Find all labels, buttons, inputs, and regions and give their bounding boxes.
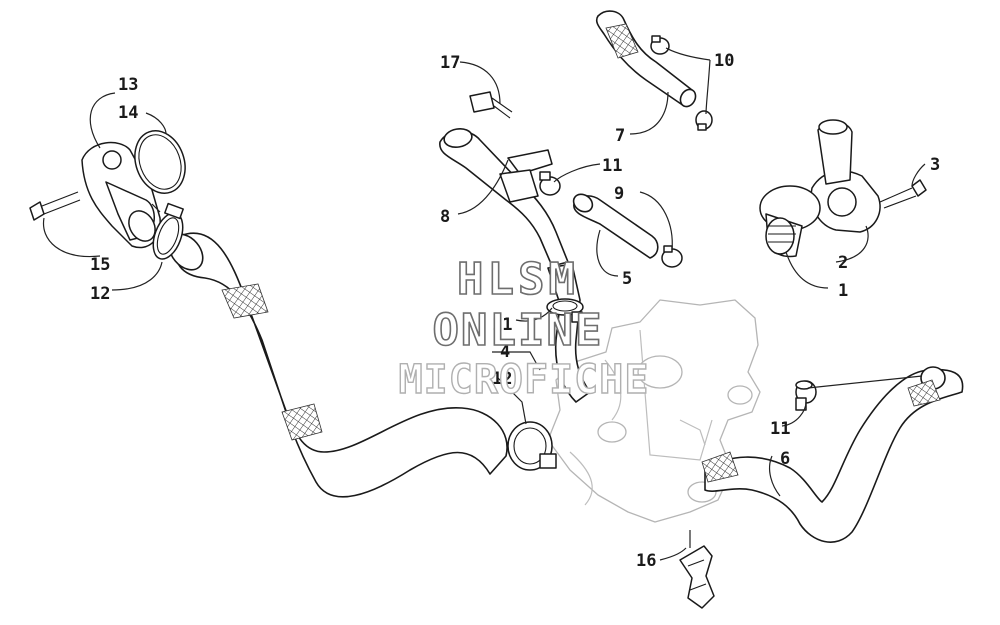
bolt-3	[879, 179, 927, 209]
callout-11-right: 11	[770, 419, 790, 439]
callout-8: 8	[440, 207, 450, 227]
callout-6: 6	[780, 449, 790, 469]
clamp-12-upper	[152, 202, 184, 260]
callout-2: 2	[838, 253, 848, 273]
callout-13: 13	[118, 75, 138, 95]
clamp-10-top	[650, 35, 670, 55]
callout-16: 16	[636, 551, 656, 571]
clamp-9	[661, 245, 683, 268]
clamp-11-right	[795, 380, 817, 411]
hose-5-connector	[547, 263, 591, 403]
bolt-15	[29, 191, 81, 221]
callout-9: 9	[614, 184, 624, 204]
bolt-17	[469, 91, 513, 119]
callout-5: 5	[622, 269, 632, 289]
watermark: HLSM ONLINE MICROFICHE	[398, 253, 650, 404]
callout-12-lower: 12	[492, 369, 512, 389]
callout-4: 4	[500, 342, 510, 362]
hose-7	[595, 10, 697, 108]
clamp-11-center	[546, 298, 584, 323]
hose-4	[168, 232, 508, 498]
hose-9	[572, 193, 659, 259]
o-ring-14	[134, 130, 186, 194]
hose-8	[439, 128, 569, 267]
watermark-line-1: HLSM	[457, 254, 579, 305]
clamp-10-bottom	[695, 110, 713, 131]
clamp-12-lower	[507, 421, 557, 471]
o-ring-14-inner	[138, 134, 182, 190]
thermostat-housing	[810, 119, 881, 233]
watermark-line-3: MICROFICHE	[399, 357, 650, 403]
watermark-line-2: ONLINE	[433, 305, 604, 356]
callout-14: 14	[118, 103, 138, 123]
clip-16	[679, 545, 715, 609]
thermostat	[759, 185, 821, 258]
clamp-11-top	[539, 171, 561, 196]
callout-15: 15	[90, 255, 110, 275]
callout-labels: 13 14 15 12 17 10 7 11 9 8 5 3 2 1 11 4 …	[90, 51, 940, 571]
callout-3: 3	[930, 155, 940, 175]
callout-11-top: 11	[602, 156, 622, 176]
callout-11-center: 11	[492, 315, 512, 335]
thermostat-cover-13	[81, 141, 161, 249]
callout-12-upper: 12	[90, 284, 110, 304]
callout-17: 17	[440, 53, 460, 73]
callout-7: 7	[615, 126, 625, 146]
leader-lines	[42, 47, 926, 561]
callout-1: 1	[838, 281, 848, 301]
hose-6	[701, 366, 964, 543]
callout-10: 10	[714, 51, 734, 71]
